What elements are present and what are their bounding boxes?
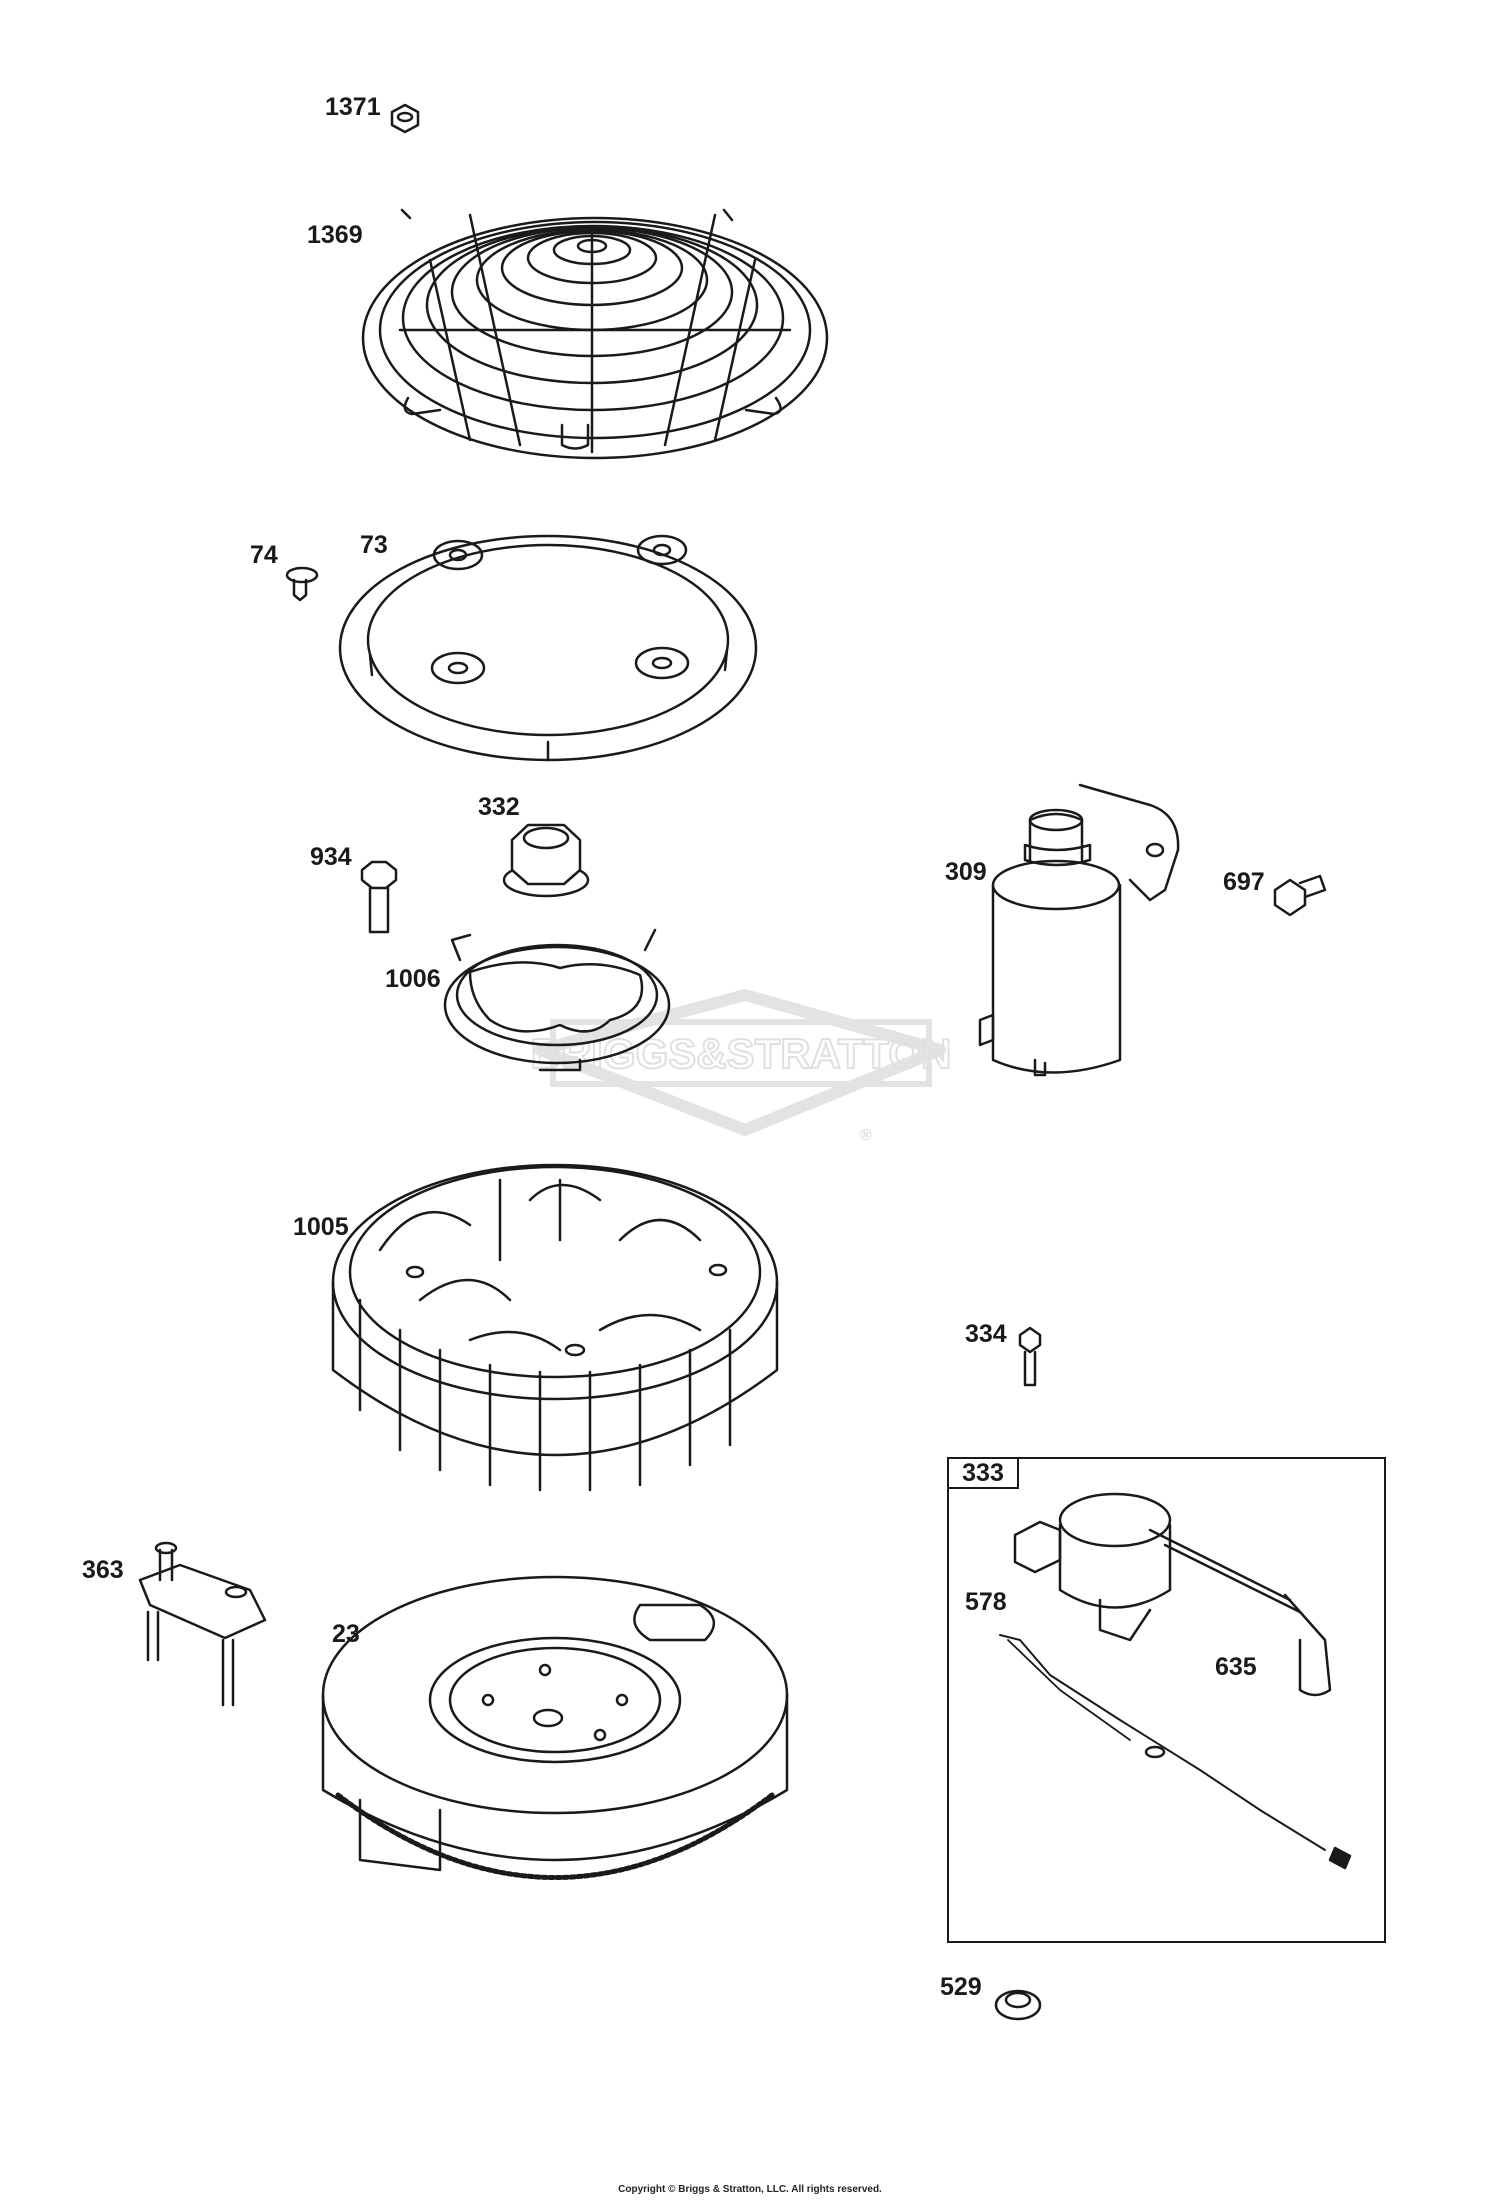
screw-334 [1018,1326,1042,1387]
grille-cover-1369 [361,208,829,460]
flywheel-23 [321,1575,789,1880]
kit-box-333: 333 [947,1457,1386,1943]
cover-plate-73 [338,534,758,762]
part-label-1006: 1006 [385,965,441,993]
watermark-registered-mark: ® [860,1127,872,1144]
part-label-363: 363 [82,1556,124,1584]
starter-motor-309 [978,783,1180,1077]
fan-1005 [331,1163,779,1492]
part-label-635: 635 [1215,1653,1257,1681]
ground-wire-578 [999,1634,1352,1870]
part-label-1371: 1371 [325,93,381,121]
armature-coil-assembly [1013,1492,1332,1697]
part-label-309: 309 [945,858,987,886]
flange-nut-332 [502,823,590,898]
bracket-363 [138,1541,267,1707]
hex-nut-1371 [390,103,420,134]
fan-retainer-1006 [443,928,671,1072]
copyright-notice: Copyright © Briggs & Stratton, LLC. All … [618,2184,882,2195]
bolt-934 [360,860,398,934]
part-label-73: 73 [360,531,388,559]
part-label-697: 697 [1223,868,1265,896]
grommet-529 [994,1989,1042,2021]
part-label-1005: 1005 [293,1213,349,1241]
part-label-334: 334 [965,1320,1007,1348]
part-label-332: 332 [478,793,520,821]
kit-number-tab: 333 [949,1459,1019,1489]
part-label-529: 529 [940,1973,982,2001]
part-label-578: 578 [965,1588,1007,1616]
part-label-934: 934 [310,843,352,871]
part-label-1369: 1369 [307,221,363,249]
part-label-74: 74 [250,541,278,569]
bolt-697 [1273,874,1327,917]
brand-watermark: BRIGGS&STRATTON ® [530,989,952,1144]
screw-74 [285,566,319,602]
watermark-brand-text: BRIGGS&STRATTON [531,1030,952,1077]
part-label-23: 23 [332,1620,360,1648]
